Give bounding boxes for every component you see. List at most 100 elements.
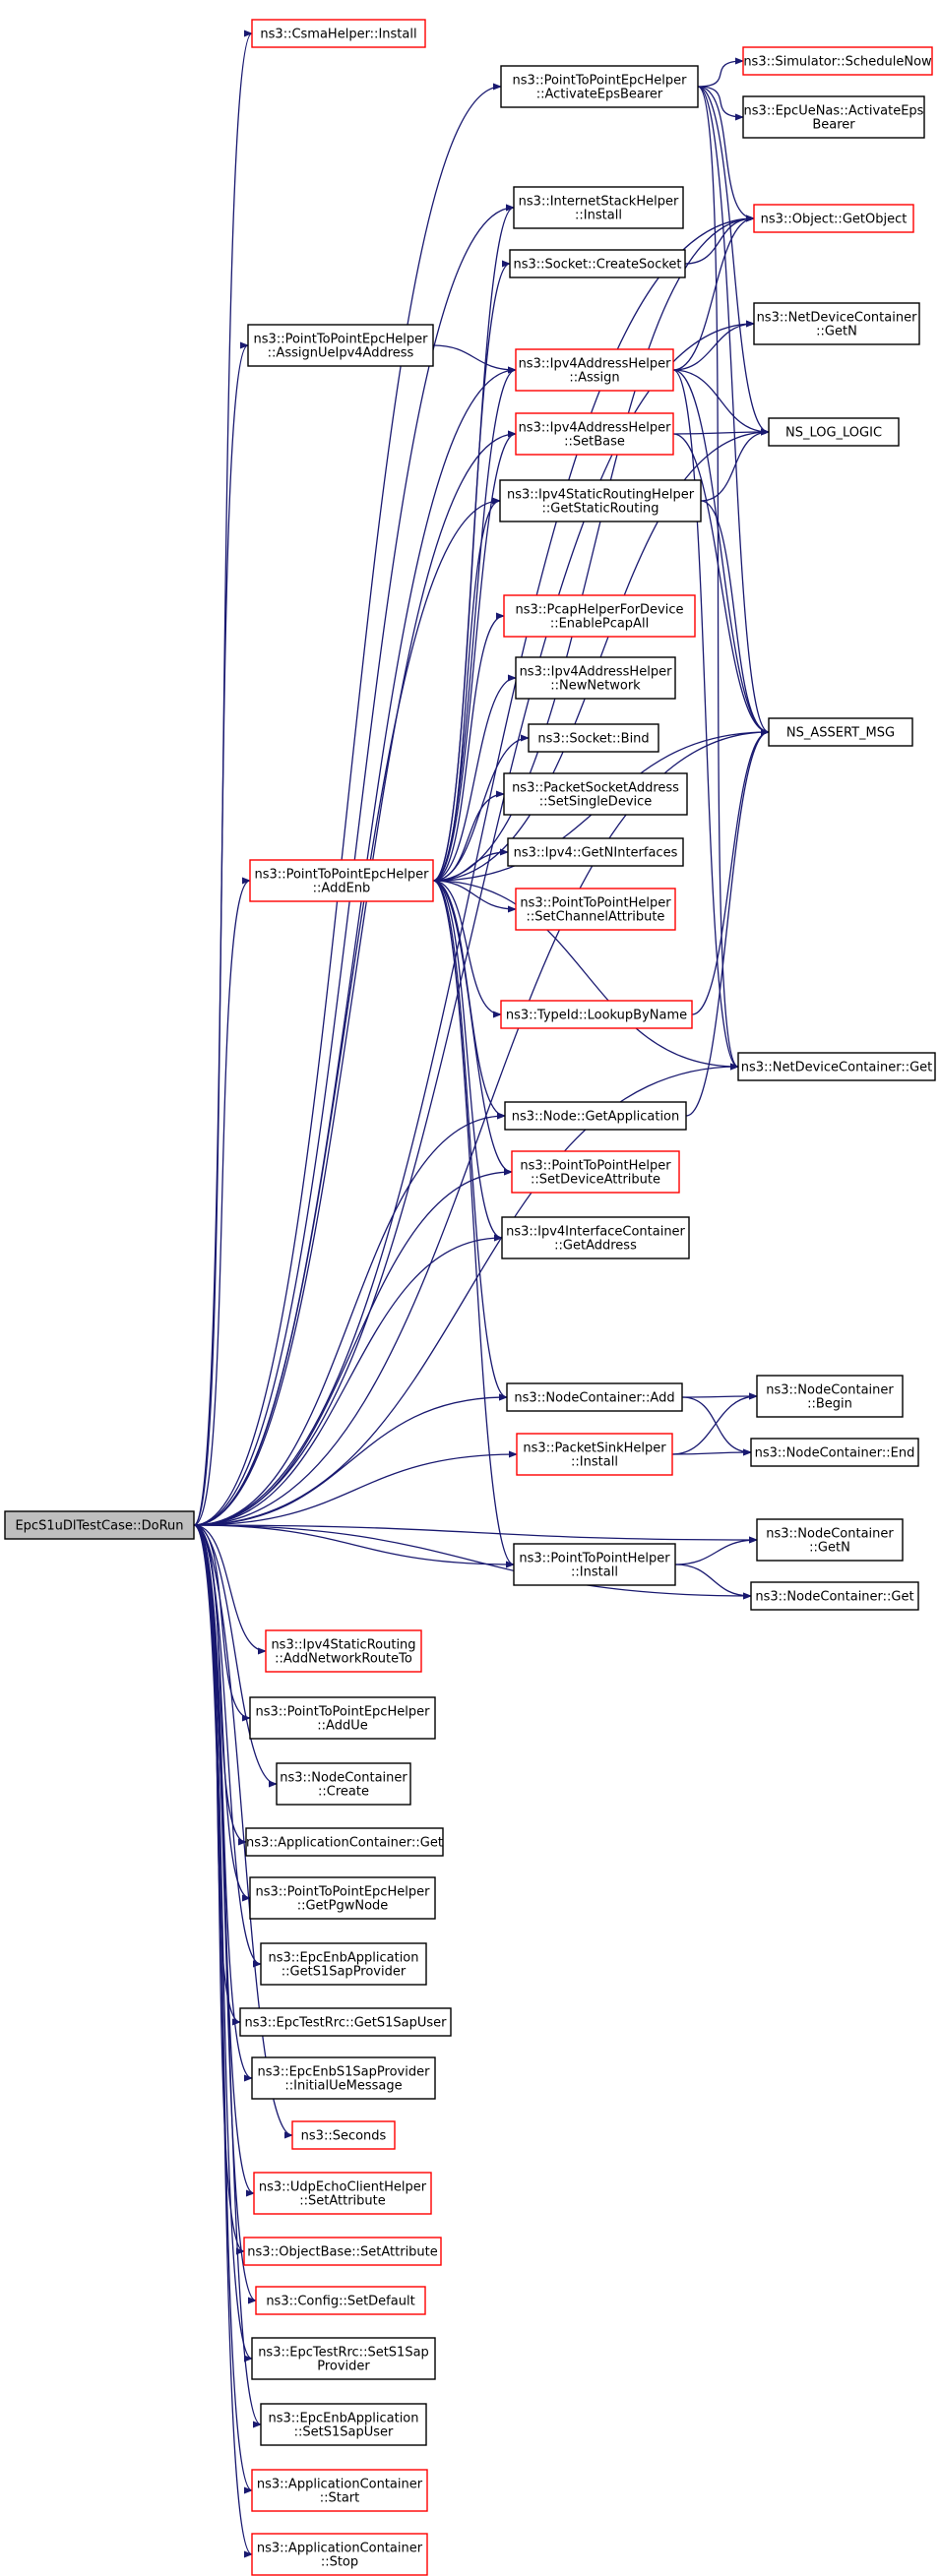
edge-path: [672, 320, 755, 371]
node-appcontget[interactable]: ns3::ApplicationContainer::Get: [245, 1827, 444, 1857]
edge-addenb-getstatic: [432, 497, 501, 882]
node-lookupbyname[interactable]: ns3::TypeId::LookupByName: [500, 1000, 693, 1029]
node-ndcgetn[interactable]: ns3::NetDeviceContainer::GetN: [753, 302, 920, 345]
node-label: ns3::EpcTestRrc::SetS1Sap: [258, 2346, 429, 2361]
node-pcapall[interactable]: ns3::PcapHelperForDevice::EnablePcapAll: [503, 594, 696, 638]
edge-path: [697, 86, 744, 121]
node-gets1sapprov[interactable]: ns3::EpcEnbApplication::GetS1SapProvider: [260, 1942, 427, 1986]
node-ncbegin[interactable]: ns3::NodeContainer::Begin: [756, 1375, 904, 1418]
node-appstart[interactable]: ns3::ApplicationContainer::Start: [251, 2469, 428, 2512]
edge-path: [672, 369, 770, 436]
node-schedulenow[interactable]: ns3::Simulator::ScheduleNow: [742, 46, 933, 76]
node-ndcget[interactable]: ns3::NetDeviceContainer::Get: [737, 1052, 936, 1081]
node-box: [265, 1629, 422, 1673]
node-objsetattr[interactable]: ns3::ObjectBase::SetAttribute: [243, 2237, 442, 2266]
node-nslog[interactable]: NS_LOG_LOGIC: [768, 417, 900, 447]
node-label: ::SetChannelAttribute: [527, 910, 665, 925]
edge-addenb-setdevice: [432, 880, 513, 1176]
edge-path: [432, 674, 517, 882]
node-box: [253, 2172, 432, 2215]
node-udpsetattr[interactable]: ns3::UdpEchoClientHelper::SetAttribute: [253, 2172, 432, 2215]
node-getobject[interactable]: ns3::Object::GetObject: [753, 204, 914, 233]
edge-path: [193, 1524, 253, 2362]
node-nsassert[interactable]: NS_ASSERT_MSG: [768, 717, 913, 747]
node-uenasactivate[interactable]: ns3::EpcUeNas::ActivateEpsBearer: [742, 95, 925, 139]
node-label: ::SetS1SapUser: [294, 2425, 394, 2440]
node-box: [239, 2007, 452, 2037]
node-label: ::GetN: [816, 325, 857, 339]
node-box: [260, 2403, 427, 2446]
node-getninterfaces[interactable]: ns3::Ipv4::GetNInterfaces: [507, 837, 684, 867]
node-label: ::AddUe: [317, 1719, 367, 1734]
node-box: [291, 2120, 396, 2150]
node-label: ns3::PacketSinkHelper: [523, 1441, 666, 1456]
node-activateeps[interactable]: ns3::PointToPointEpcHelper::ActivateEpsB…: [500, 65, 699, 108]
node-inetinstall[interactable]: ns3::InternetStackHelper::Install: [513, 186, 684, 229]
edge-path: [432, 880, 503, 1242]
node-box: [504, 1101, 687, 1131]
edge-dorun-initialue: [193, 1524, 253, 2082]
node-nccreate[interactable]: ns3::NodeContainer::Create: [276, 1762, 411, 1806]
node-getstatic[interactable]: ns3::Ipv4StaticRoutingHelper::GetStaticR…: [499, 479, 702, 522]
node-label: ns3::Config::SetDefault: [266, 2295, 414, 2309]
node-label: ns3::Ipv4::GetNInterfaces: [514, 846, 678, 861]
node-ncgetn[interactable]: ns3::NodeContainer::GetN: [756, 1518, 904, 1562]
edge-dorun-nodegetapp: [193, 1112, 506, 1526]
node-box: [251, 2469, 428, 2512]
node-label: ns3::Ipv4AddressHelper: [520, 665, 673, 680]
edge-activateeps-ndcget: [697, 86, 739, 1071]
node-assignue[interactable]: ns3::PointToPointEpcHelper::AssignUeIpv4…: [247, 324, 434, 367]
edge-path: [672, 428, 770, 436]
edge-path: [193, 1524, 758, 1544]
node-label: ns3::PointToPointHelper: [519, 1552, 670, 1566]
node-addue[interactable]: ns3::PointToPointEpcHelper::AddUe: [249, 1696, 436, 1740]
edge-activateeps-nslog: [697, 86, 770, 436]
node-appstop[interactable]: ns3::ApplicationContainer::Stop: [251, 2533, 428, 2576]
edge-path: [432, 612, 505, 882]
node-ipv4getaddr[interactable]: ns3::Ipv4InterfaceContainer::GetAddress: [501, 1216, 690, 1259]
node-addnetroute[interactable]: ns3::Ipv4StaticRouting::AddNetworkRouteT…: [265, 1629, 422, 1673]
edge-dorun-appstop: [193, 1524, 253, 2558]
edge-ipv4assign-getobject: [672, 215, 755, 371]
node-socketbind[interactable]: ns3::Socket::Bind: [528, 723, 659, 753]
edge-addenb-pcapall: [432, 612, 505, 882]
node-configdefault[interactable]: ns3::Config::SetDefault: [255, 2286, 426, 2315]
node-label: ::EnablePcapAll: [550, 617, 649, 632]
node-getpgw[interactable]: ns3::PointToPointEpcHelper::GetPgwNode: [249, 1876, 436, 1920]
node-setsingle[interactable]: ns3::PacketSocketAddress::SetSingleDevic…: [503, 772, 688, 816]
node-label: ::Begin: [807, 1397, 852, 1412]
edge-path: [700, 500, 770, 736]
edge-dorun-ndcgetn: [193, 320, 755, 1526]
node-box: [515, 412, 674, 456]
node-box: [756, 1375, 904, 1418]
node-label: ::NewNetwork: [550, 679, 641, 694]
node-nodegetapp[interactable]: ns3::Node::GetApplication: [504, 1101, 687, 1131]
node-newnetwork[interactable]: ns3::Ipv4AddressHelper::NewNetwork: [515, 656, 676, 700]
node-label: ::Install: [575, 209, 622, 223]
node-label: ns3::ApplicationContainer: [257, 2478, 423, 2492]
node-setdevice[interactable]: ns3::PointToPointHelper::SetDeviceAttrib…: [511, 1150, 680, 1194]
node-p2pinstall[interactable]: ns3::PointToPointHelper::Install: [513, 1543, 676, 1586]
node-ncend[interactable]: ns3::NodeContainer::End: [750, 1438, 919, 1467]
edge-addenb-getobject: [432, 215, 755, 882]
node-ipv4assign[interactable]: ns3::Ipv4AddressHelper::Assign: [515, 348, 674, 392]
node-seconds[interactable]: ns3::Seconds: [291, 2120, 396, 2150]
edge-addenb-ipv4getaddr: [432, 880, 503, 1242]
node-gets1sapuser[interactable]: ns3::EpcTestRrc::GetS1SapUser: [239, 2007, 452, 2037]
node-sinkinstall[interactable]: ns3::PacketSinkHelper::Install: [516, 1433, 673, 1476]
node-setchannel[interactable]: ns3::PointToPointHelper::SetChannelAttri…: [515, 888, 676, 931]
edge-path: [700, 428, 770, 502]
node-ncget[interactable]: ns3::NodeContainer::Get: [750, 1581, 919, 1611]
node-initialue[interactable]: ns3::EpcEnbS1SapProvider::InitialUeMessa…: [251, 2056, 436, 2100]
edge-path: [671, 1448, 752, 1456]
node-label: ns3::Socket::Bind: [537, 732, 649, 747]
edge-ncadd-ncend: [681, 1396, 752, 1456]
node-ncadd[interactable]: ns3::NodeContainer::Add: [506, 1382, 683, 1412]
node-ipv4setbase[interactable]: ns3::Ipv4AddressHelper::SetBase: [515, 412, 674, 456]
node-csmainstall[interactable]: ns3::CsmaHelper::Install: [251, 19, 426, 48]
node-label: ::AssignUeIpv4Address: [268, 346, 414, 361]
node-createsocket[interactable]: ns3::Socket::CreateSocket: [509, 249, 686, 278]
node-sets1sapuser[interactable]: ns3::EpcEnbApplication::SetS1SapUser: [260, 2403, 427, 2446]
node-addenb[interactable]: ns3::PointToPointEpcHelper::AddEnb: [249, 859, 434, 902]
